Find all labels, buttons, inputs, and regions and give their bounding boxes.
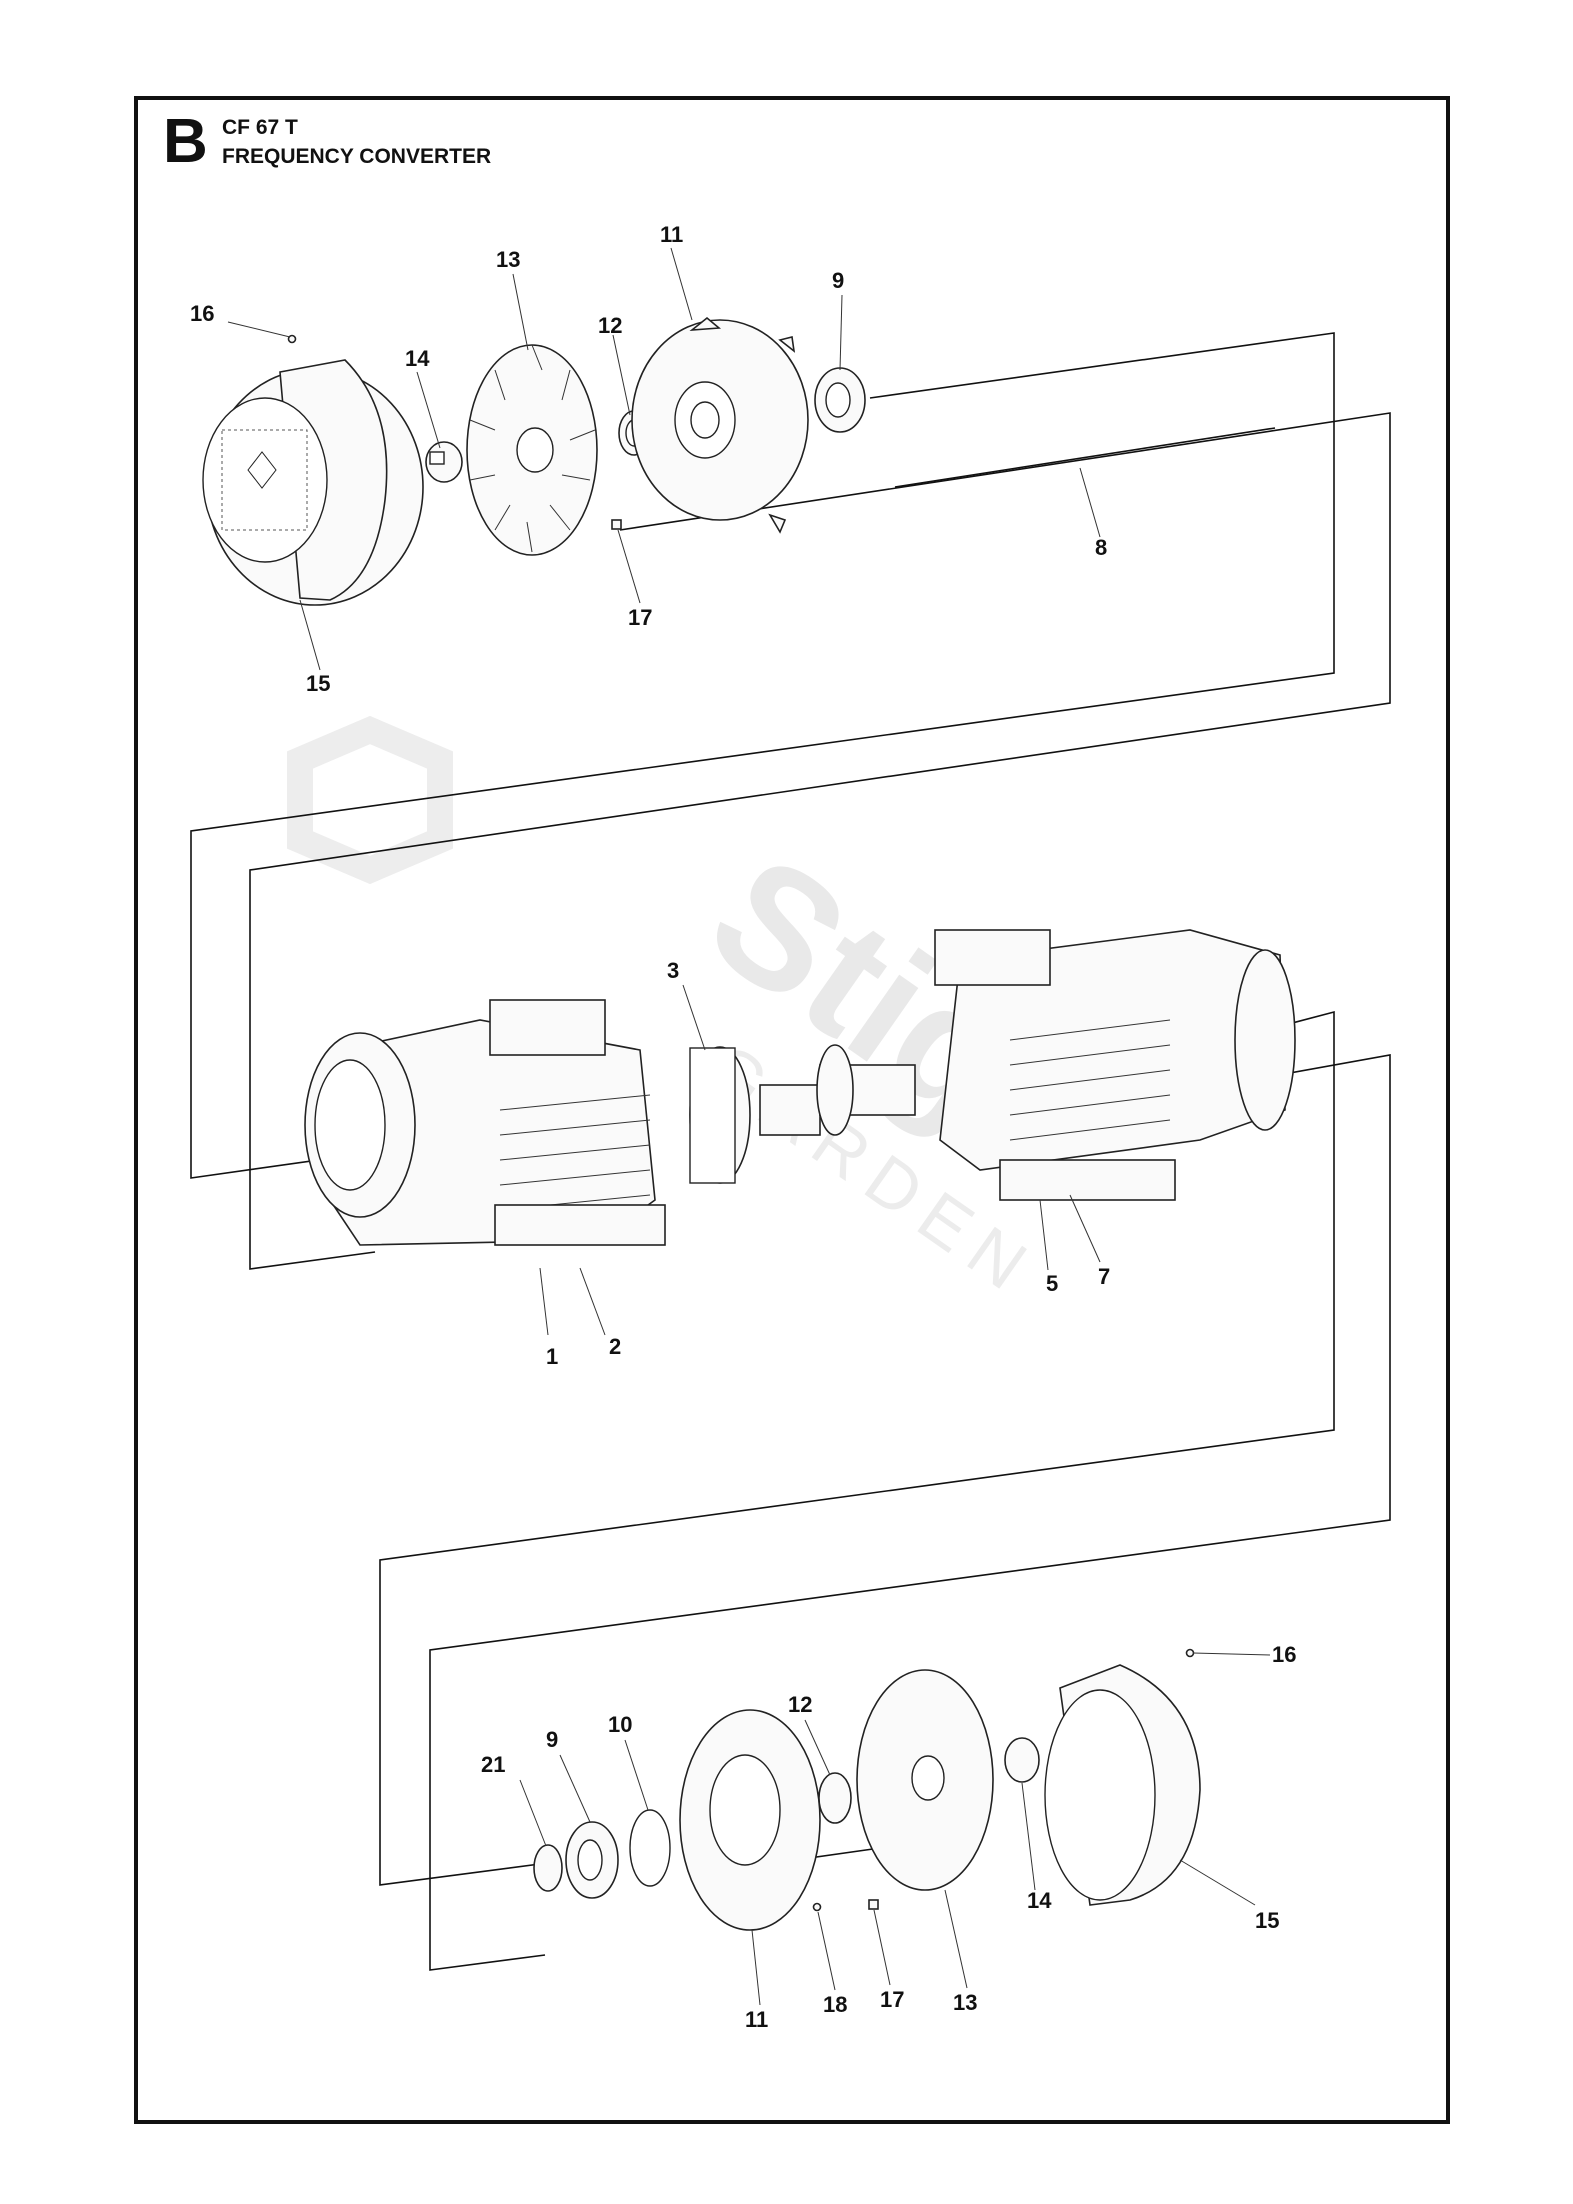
callout-9-top: 9	[832, 268, 844, 293]
callout-12-bottom: 12	[788, 1692, 812, 1717]
callout-13-top: 13	[496, 247, 520, 272]
callout-11-bottom: 11	[745, 2007, 768, 2032]
callout-17-bottom: 17	[880, 1987, 904, 2012]
end-shield-part	[631, 316, 809, 534]
fan-cover-part	[202, 359, 424, 606]
callout-14-bottom: 14	[1027, 1888, 1052, 1913]
middle-assembly: 3 1 2 5 7	[304, 929, 1391, 1971]
bottom-assembly: 16 10 9 21 12 14 15 11 18 17 13	[481, 1642, 1296, 2032]
callout-15-top: 15	[306, 671, 330, 696]
watermark-logo-icon	[287, 715, 453, 885]
bearing-part	[814, 367, 866, 433]
bottom-leaders	[519, 1652, 1271, 2006]
clamp-bottom-part	[1004, 1737, 1040, 1783]
clamp-part	[425, 441, 463, 483]
screw-bottom-part	[1185, 1648, 1195, 1658]
pin-part	[812, 1902, 822, 1912]
callout-14-top: 14	[405, 346, 430, 371]
callout-18-bottom: 18	[823, 1992, 847, 2017]
section-title: FREQUENCY CONVERTER	[222, 145, 492, 168]
callout-16-bottom: 16	[1272, 1642, 1296, 1667]
callout-5: 5	[1046, 1271, 1058, 1296]
ring-part	[533, 1844, 563, 1892]
callout-16-top: 16	[190, 301, 214, 326]
callout-3: 3	[667, 958, 679, 983]
fan-bottom-part	[856, 1669, 994, 1891]
callout-10-bottom: 10	[608, 1712, 632, 1737]
bearing-bottom-part	[565, 1821, 619, 1899]
model-code: CF 67 T	[222, 116, 298, 139]
guide-line-top-a	[190, 332, 1335, 1179]
nut-bottom-part	[868, 1899, 879, 1910]
diagram-frame	[134, 96, 1450, 2124]
top-leaders	[227, 247, 1101, 671]
callout-9-bottom: 9	[546, 1727, 558, 1752]
o-ring-part	[629, 1809, 671, 1887]
middle-leaders	[539, 984, 1101, 1336]
callout-7: 7	[1098, 1264, 1110, 1289]
callout-12-top: 12	[598, 313, 622, 338]
fan-cover-bottom-part	[1044, 1664, 1201, 1906]
motor-right-part	[816, 929, 1296, 1201]
screw-part	[287, 334, 297, 344]
top-assembly: 16 14 13 12 11 9 8 17 15	[190, 222, 1391, 1270]
nut-part	[611, 519, 622, 530]
callout-8-top: 8	[1095, 535, 1107, 560]
end-shield-bottom-part	[679, 1709, 821, 1931]
guide-line-mid-b	[429, 1054, 1391, 1971]
callout-21-bottom: 21	[481, 1752, 505, 1777]
callout-2: 2	[609, 1334, 621, 1359]
fan-part	[466, 344, 598, 556]
guide-line-top-b	[249, 412, 1391, 1270]
callout-1: 1	[546, 1344, 558, 1369]
callout-11-top: 11	[660, 222, 683, 247]
callout-13-bottom: 13	[953, 1990, 977, 2015]
section-letter: B	[163, 107, 208, 176]
shaft-pin-line	[894, 427, 1276, 488]
callout-15-bottom: 15	[1255, 1908, 1279, 1933]
callout-17-top: 17	[628, 605, 652, 630]
seal-bottom-part	[818, 1772, 852, 1824]
